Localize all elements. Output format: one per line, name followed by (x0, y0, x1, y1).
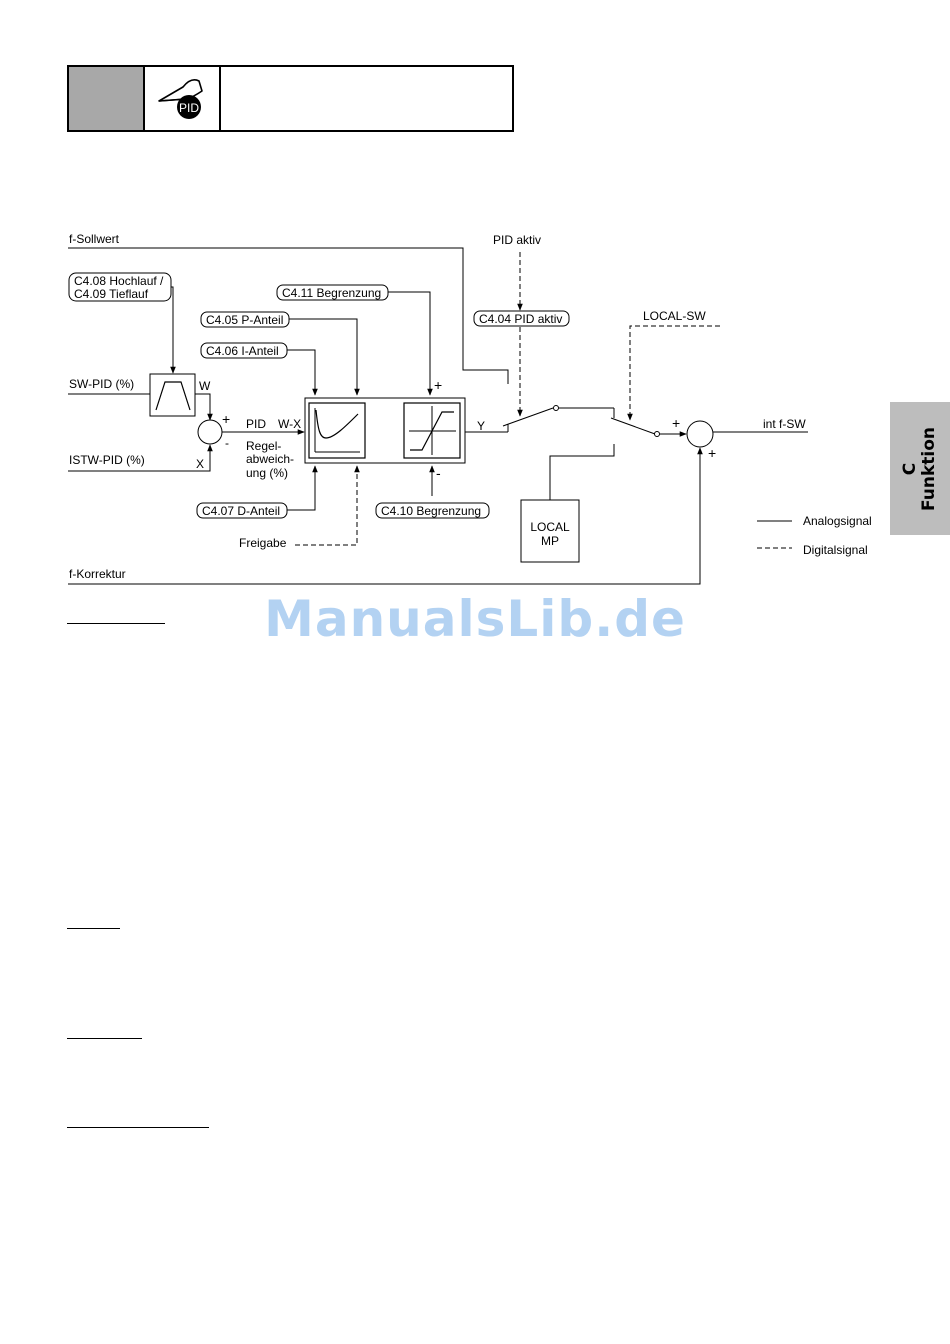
section-rule-1 (67, 623, 165, 624)
regel-label-3: ung (%) (246, 466, 288, 480)
c404-param-box (473, 310, 570, 327)
regel-label-1: Regel- (246, 439, 281, 453)
pid-controller-icon: PID (145, 67, 221, 130)
w-minus-x-label: W-X (278, 417, 301, 431)
local-sw-switch (610, 417, 656, 435)
pid-switch (502, 407, 554, 427)
summing-junction-2 (686, 420, 714, 448)
limiter-minus: - (436, 465, 441, 481)
pid-aktiv-label: PID aktiv (493, 233, 541, 247)
watermark: ManualsLib.de (264, 590, 686, 648)
sum1-minus: - (225, 436, 229, 450)
section-tab: C Funktion (890, 402, 950, 535)
ramp-block (149, 373, 196, 417)
c405-label: C4.05 P-Anteil (206, 313, 283, 327)
c404-label: C4.04 PID aktiv (479, 312, 562, 326)
c407-label: C4.07 D-Anteil (202, 504, 280, 518)
f-sollwert-label: f-Sollwert (69, 232, 120, 246)
header-box: PID (67, 65, 514, 132)
legend-analog-label: Analogsignal (803, 514, 872, 528)
c406-label: C4.06 I-Anteil (206, 344, 279, 358)
freigabe-label: Freigabe (239, 536, 287, 550)
sum2-plus-bottom: + (708, 445, 716, 461)
local-mp-block (520, 499, 580, 563)
pid-step-response-icon (315, 409, 359, 439)
saturation-icon (410, 411, 454, 451)
istw-pid-label: ISTW-PID (%) (69, 453, 145, 467)
c408-label: C4.08 Hochlauf / (74, 274, 164, 288)
regel-label-2: abweich- (246, 452, 294, 466)
sum1-plus: + (222, 411, 230, 427)
section-rule-3 (67, 1038, 142, 1039)
legend-digital-label: Digitalsignal (803, 543, 868, 557)
pid-label: PID (246, 417, 266, 431)
c410-param-box (375, 502, 490, 519)
summing-junction-1 (197, 419, 223, 445)
local-sw-label: LOCAL-SW (643, 309, 706, 323)
limiter-plus: + (434, 377, 442, 393)
section-rule-4 (67, 1127, 209, 1128)
c409-label: C4.09 Tieflauf (74, 287, 149, 301)
x-label: X (196, 457, 204, 471)
w-label: W (199, 379, 211, 393)
sw-pid-label: SW-PID (%) (69, 377, 134, 391)
ramp-icon (155, 381, 191, 411)
c410-label: C4.10 Begrenzung (381, 504, 481, 518)
int-f-sw-label: int f-SW (763, 417, 806, 431)
c411-label: C4.11 Begrenzung (282, 286, 381, 300)
local-mp-label-1: LOCAL (530, 520, 570, 534)
pid-response-block (308, 402, 366, 459)
f-sollwert-line (68, 247, 509, 384)
f-korrektur-label: f-Korrektur (69, 567, 126, 581)
local-mp-label-2: MP (541, 534, 559, 548)
header-gray-cell (69, 67, 145, 130)
y-label: Y (477, 419, 485, 433)
header-icon-label: PID (179, 101, 199, 115)
sum2-plus-left: + (672, 415, 680, 431)
section-rule-2 (67, 928, 120, 929)
